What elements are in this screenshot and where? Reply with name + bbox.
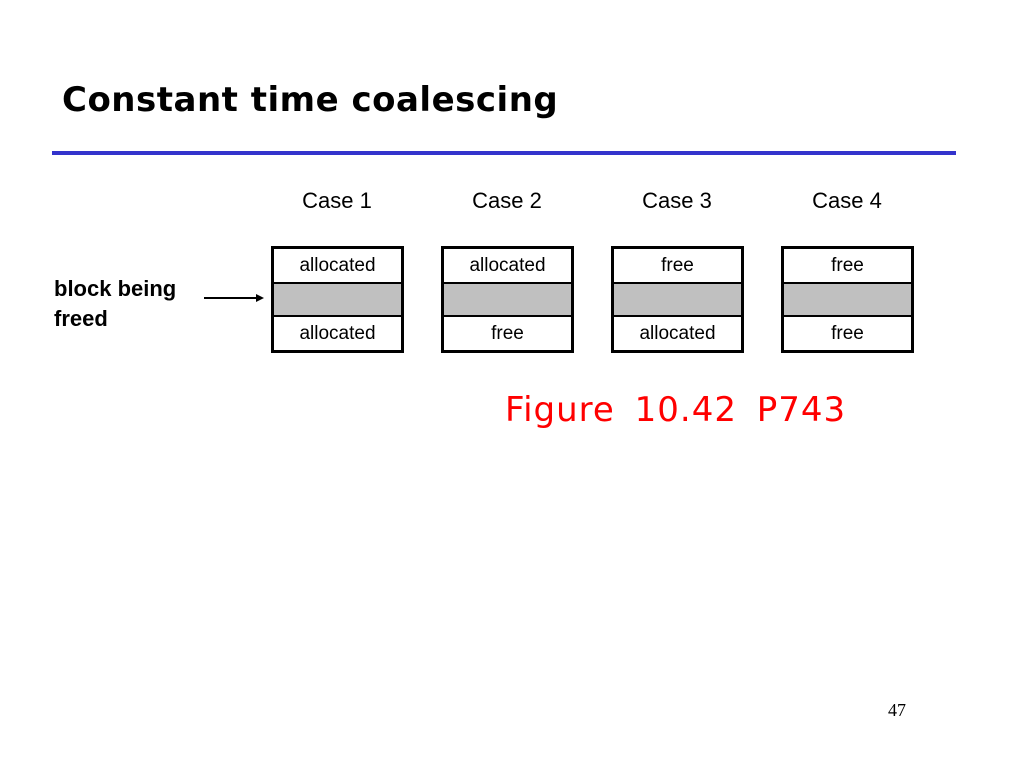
slide-title: Constant time coalescing: [62, 80, 559, 120]
case-2-freed-block: [444, 282, 571, 317]
case-3-label: Case 3: [642, 188, 712, 213]
figure-reference: Figure 10.42 P743: [505, 390, 847, 430]
freed-label-line-2: freed: [54, 306, 108, 331]
arrow-right-icon: [204, 294, 264, 302]
case-4-top-block: free: [831, 255, 864, 276]
case-1-freed-block: [274, 282, 401, 317]
case-1-label: Case 1: [302, 188, 372, 213]
freed-label-line-1: block being: [54, 276, 177, 301]
case-3-bottom-block: allocated: [639, 323, 716, 344]
page-number: 47: [888, 700, 906, 720]
case-2-top-block: allocated: [469, 255, 546, 276]
case-3-top-block: free: [661, 255, 694, 276]
case-2-bottom-block: free: [491, 323, 524, 344]
case-1-block: allocated allocated: [271, 246, 404, 353]
case-4-block: free free: [781, 246, 914, 353]
title-divider: [52, 151, 956, 155]
case-3-block: free allocated: [611, 246, 744, 353]
case-2-block: allocated free: [441, 246, 574, 353]
case-1-bottom-block: allocated: [299, 323, 376, 344]
case-2-label: Case 2: [472, 188, 542, 213]
case-4-freed-block: [784, 282, 911, 317]
case-1-top-block: allocated: [299, 255, 376, 276]
case-4-bottom-block: free: [831, 323, 864, 344]
block-being-freed-label: block being freed: [54, 274, 176, 334]
case-4-label: Case 4: [812, 188, 882, 213]
case-3-freed-block: [614, 282, 741, 317]
